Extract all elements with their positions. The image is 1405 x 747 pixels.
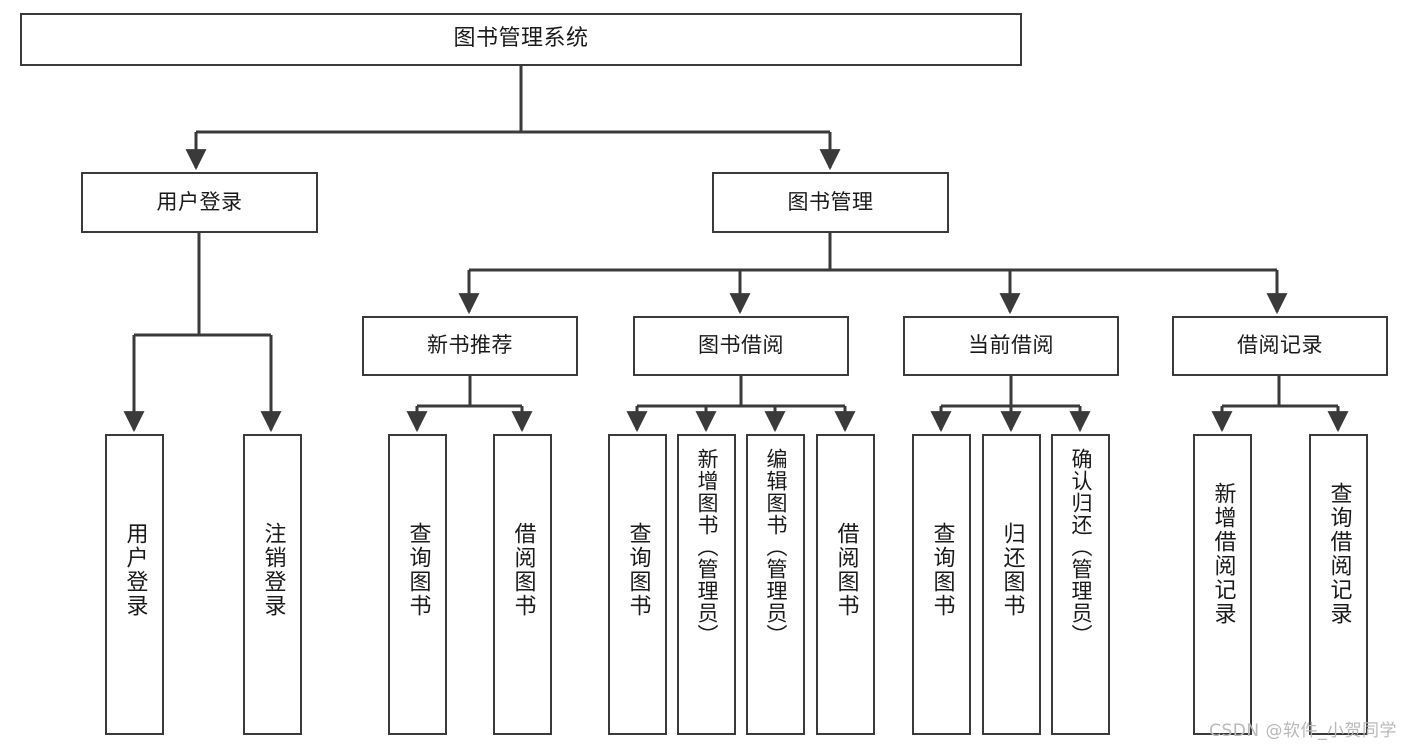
node-leaf-edit-book-admin[interactable]: 编辑图书（管理员） [746, 434, 805, 735]
node-label: 借阅记录 [1237, 333, 1323, 358]
node-label: 新增借阅记录 [1210, 482, 1236, 626]
node-leaf-query-borrow-record[interactable]: 查询借阅记录 [1309, 434, 1368, 735]
node-label: 编辑图书（管理员） [764, 448, 788, 646]
node-label: 图书管理系统 [453, 26, 589, 52]
node-user-login[interactable]: 用户登录 [81, 172, 318, 233]
watermark: CSDN @软件_小贺同学 [1209, 721, 1397, 741]
node-label: 归还图书 [999, 522, 1025, 618]
node-book-management[interactable]: 图书管理 [712, 172, 949, 233]
node-leaf-add-borrow-record[interactable]: 新增借阅记录 [1193, 434, 1252, 735]
node-label: 查询图书 [405, 522, 431, 618]
node-label: 借阅图书 [510, 522, 536, 618]
node-leaf-return-book[interactable]: 归还图书 [982, 434, 1041, 735]
node-new-book-recommend[interactable]: 新书推荐 [362, 316, 578, 376]
node-label: 查询借阅记录 [1326, 482, 1352, 626]
node-label: 新书推荐 [427, 333, 513, 358]
node-label: 用户登录 [156, 189, 243, 214]
node-book-borrow[interactable]: 图书借阅 [633, 316, 849, 376]
node-label: 借阅图书 [833, 522, 859, 618]
node-root-book-management-system[interactable]: 图书管理系统 [20, 13, 1022, 66]
node-label: 当前借阅 [968, 333, 1054, 358]
node-leaf-query-book-newbook[interactable]: 查询图书 [388, 434, 447, 735]
node-leaf-query-book-current[interactable]: 查询图书 [912, 434, 971, 735]
node-label: 查询图书 [625, 522, 651, 618]
node-label: 图书借阅 [698, 333, 784, 358]
node-label: 新增图书（管理员） [695, 448, 719, 646]
node-label: 图书管理 [787, 189, 874, 214]
node-leaf-borrow-book-newbook[interactable]: 借阅图书 [493, 434, 552, 735]
node-label: 确认归还（管理员） [1069, 448, 1093, 646]
node-leaf-query-book-borrow[interactable]: 查询图书 [608, 434, 667, 735]
node-leaf-add-book-admin[interactable]: 新增图书（管理员） [677, 434, 736, 735]
node-label: 用户登录 [122, 522, 148, 618]
node-leaf-borrow-book-borrow[interactable]: 借阅图书 [816, 434, 875, 735]
node-leaf-confirm-return-admin[interactable]: 确认归还（管理员） [1051, 434, 1110, 735]
node-label: 注销登录 [260, 522, 286, 618]
node-label: 查询图书 [929, 522, 955, 618]
node-leaf-logout[interactable]: 注销登录 [243, 434, 302, 735]
node-borrow-record[interactable]: 借阅记录 [1172, 316, 1388, 376]
node-current-borrow[interactable]: 当前借阅 [903, 316, 1119, 376]
node-leaf-user-login[interactable]: 用户登录 [105, 434, 164, 735]
